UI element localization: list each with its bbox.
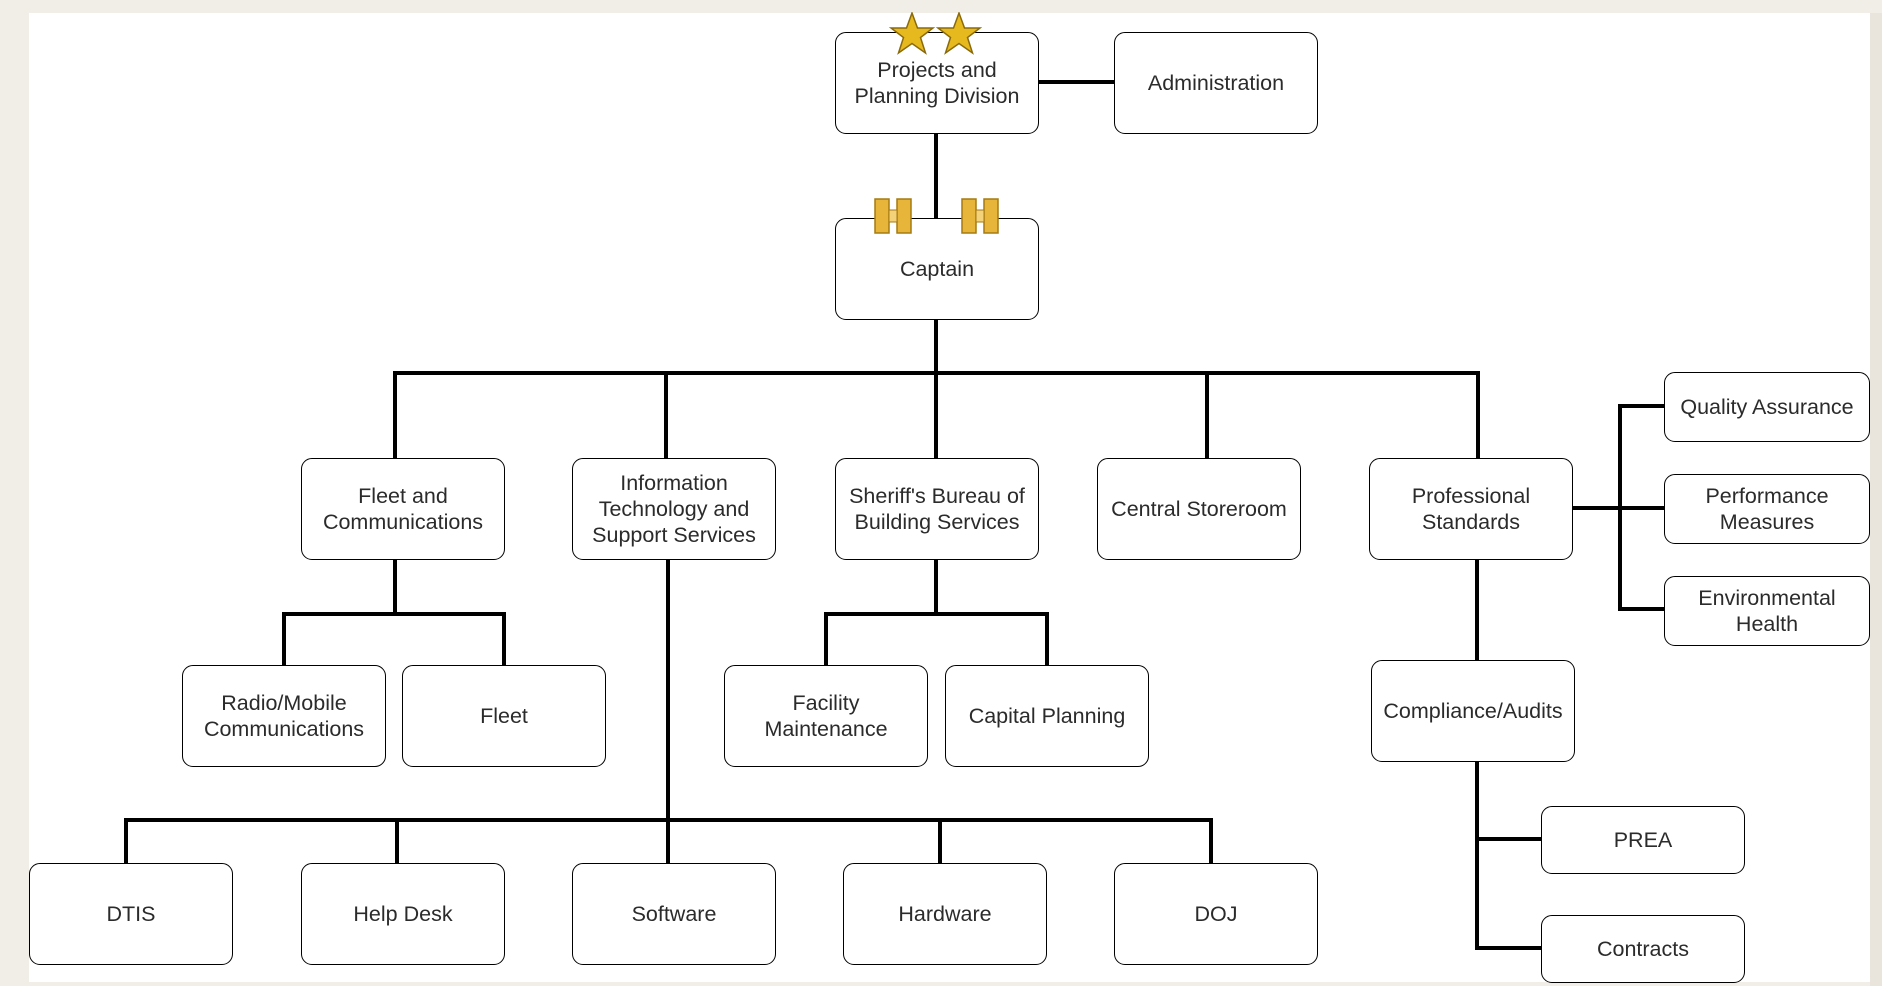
hardware-node: Hardware: [843, 863, 1047, 965]
two-star-icon: [888, 12, 983, 55]
captain-bars-icon: [874, 198, 912, 234]
page-edge: [1870, 13, 1882, 986]
professional-standards-node: Professional Standards: [1369, 458, 1573, 560]
captain-bars-icon: [961, 198, 999, 234]
dtis-node: DTIS: [29, 863, 233, 965]
radio-mobile-node: Radio/Mobile Communications: [182, 665, 386, 767]
central-storeroom-node: Central Storeroom: [1097, 458, 1301, 560]
administration-node: Administration: [1114, 32, 1318, 134]
contracts-node: Contracts: [1541, 915, 1745, 983]
fleet-communications-node: Fleet and Communications: [301, 458, 505, 560]
capital-planning-node: Capital Planning: [945, 665, 1149, 767]
fleet-node: Fleet: [402, 665, 606, 767]
prea-node: PREA: [1541, 806, 1745, 874]
building-services-node: Sheriff's Bureau of Building Services: [835, 458, 1039, 560]
projects-planning-node: Projects and Planning Division: [835, 32, 1039, 134]
software-node: Software: [572, 863, 776, 965]
it-support-services-node: Information Technology and Support Servi…: [572, 458, 776, 560]
doj-node: DOJ: [1114, 863, 1318, 965]
performance-measures-node: Performance Measures: [1664, 474, 1870, 544]
help-desk-node: Help Desk: [301, 863, 505, 965]
facility-maintenance-node: Facility Maintenance: [724, 665, 928, 767]
compliance-audits-node: Compliance/Audits: [1371, 660, 1575, 762]
environmental-health-node: Environmental Health: [1664, 576, 1870, 646]
captain-node: Captain: [835, 218, 1039, 320]
quality-assurance-node: Quality Assurance: [1664, 372, 1870, 442]
